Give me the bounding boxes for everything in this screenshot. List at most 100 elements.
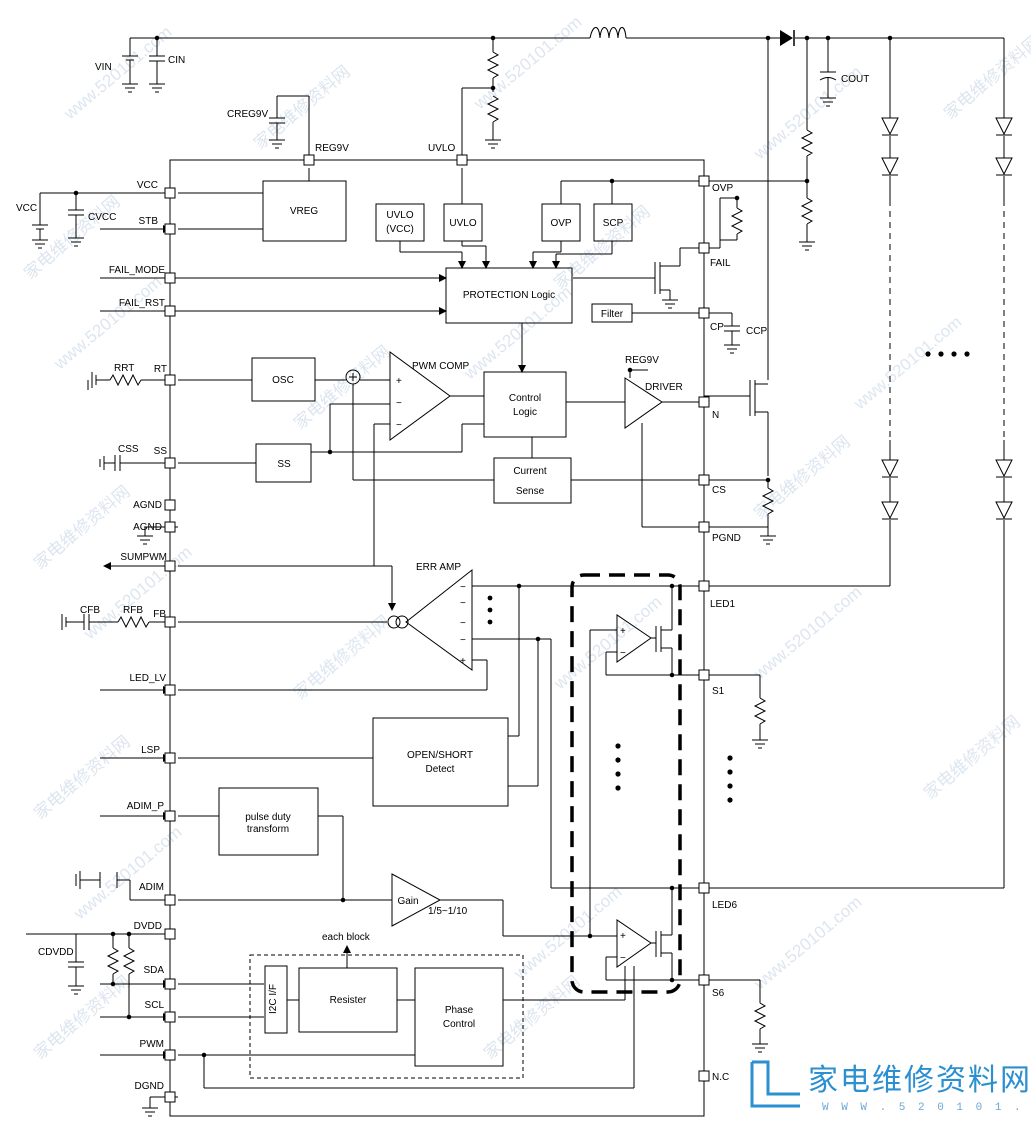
vcc-source-label: VCC (16, 203, 37, 214)
pin-squares (164, 154, 710, 1103)
led-icon (995, 157, 1013, 176)
creg9v-label: CREG9V (227, 109, 268, 120)
brand-logo: 家电维修资料网 W W W . 5 2 0 1 0 1 . C O M (750, 1060, 1031, 1114)
uvlo-vcc-block: UVLO (386, 210, 413, 221)
minus-sign: − (396, 398, 402, 409)
watermark-site: www.520101.com (750, 582, 866, 683)
gain-ratio-label: 1/5~1/10 (428, 906, 468, 917)
plus-sign: + (396, 376, 402, 387)
cvcc-label: CVCC (88, 212, 116, 223)
led-icon (881, 459, 899, 478)
watermark-site: www.520101.com (510, 882, 626, 983)
pwm-comp-label: PWM COMP (412, 361, 470, 372)
phase-control-block: Phase (445, 1005, 474, 1016)
pin-label: SS (154, 446, 168, 457)
filter-block: Filter (601, 309, 624, 320)
watermark-cn: 家电维修资料网 (30, 732, 133, 823)
watermark-cn: 家电维修资料网 (550, 202, 653, 293)
component-labels: VIN CIN CREG9V COUT VCC CVCC RRT CSS CFB… (16, 55, 869, 958)
watermark-cn: 家电维修资料网 (30, 482, 133, 573)
watermark-site: www.520101.com (50, 272, 166, 373)
minus-sign: − (460, 582, 466, 593)
watermark-site: www.520101.com (70, 822, 186, 923)
pin-label: REG9V (315, 143, 349, 154)
pin-label: LED1 (710, 599, 735, 610)
i2c-if-block: I2C I/F (268, 984, 279, 1014)
pin-label: DVDD (134, 921, 162, 932)
current-sense-block-sub: Sense (516, 486, 545, 497)
rrt-label: RRT (114, 363, 134, 374)
osc-block: OSC (272, 375, 294, 386)
ccp-label: CCP (746, 326, 767, 337)
watermark-site: www.520101.com (750, 892, 866, 993)
pin-label: LSP (141, 745, 160, 756)
brand-url: W W W . 5 2 0 1 0 1 . C O M (822, 1102, 1031, 1114)
vreg-block: VREG (290, 206, 319, 217)
led-icon (881, 157, 899, 176)
pin-label: S6 (712, 988, 725, 999)
gain-block: Gain (397, 896, 418, 907)
pin-label: PGND (712, 533, 741, 544)
plus-sign: + (620, 626, 626, 637)
pin-label: ADIM_P (127, 801, 165, 812)
pulse-duty-block-sub: transform (247, 824, 289, 835)
diode-icon (780, 30, 793, 46)
cfb-label: CFB (80, 605, 100, 616)
pin-label: FB (153, 609, 166, 620)
ss-block: SS (277, 459, 291, 470)
pin-label: UVLO (428, 143, 455, 154)
watermark-cn: 家电维修资料网 (940, 32, 1031, 123)
led-icon (881, 501, 899, 520)
uvlo-block: UVLO (449, 218, 476, 229)
block-labels: VREG UVLO (VCC) UVLO OVP SCP PROTECTION … (245, 206, 683, 1030)
watermark-site: www.520101.com (850, 312, 966, 413)
schematic-wires (26, 27, 1005, 1117)
cin-label: CIN (168, 55, 185, 66)
pin-label: VCC (137, 180, 158, 191)
pin-label: SCL (145, 1000, 165, 1011)
brand-mark-icon (750, 1060, 800, 1108)
driver-label: DRIVER (645, 382, 683, 393)
cdvdd-label: CDVDD (38, 947, 74, 958)
current-sense-block: Current (513, 466, 547, 477)
pin-label: CP (710, 322, 724, 333)
plus-sign: + (460, 656, 466, 667)
watermark-cn: 家电维修资料网 (920, 712, 1023, 803)
plus-sign: + (620, 931, 626, 942)
led-icon (881, 117, 899, 136)
pin-label: ADIM (139, 882, 164, 893)
vin-label: VIN (95, 62, 112, 73)
pin-label: FAIL_MODE (109, 265, 165, 276)
minus-sign: − (460, 618, 466, 629)
pin-label: AGND (133, 522, 162, 533)
watermark-site: www.520101.com (470, 12, 586, 113)
solid-symbols (164, 30, 1013, 1103)
rfb-label: RFB (123, 605, 143, 616)
pin-label: FAIL (710, 258, 731, 269)
minus-sign: − (460, 598, 466, 609)
watermark-site: www.520101.com (550, 592, 666, 693)
pin-label: N (712, 410, 719, 421)
pin-label: S1 (712, 686, 725, 697)
control-logic-block: Control (509, 393, 541, 404)
open-short-detect-block: OPEN/SHORT (407, 750, 473, 761)
css-label: CSS (118, 444, 139, 455)
protection-logic-block: PROTECTION Logic (463, 290, 555, 301)
pin-label: SUMPWM (120, 552, 167, 563)
cout-label: COUT (841, 74, 869, 85)
each-block-label: each block (322, 932, 371, 943)
pin-label: DGND (135, 1081, 164, 1092)
open-short-detect-block-sub: Detect (426, 764, 455, 775)
ovp-block: OVP (550, 218, 571, 229)
err-amp-label: ERR AMP (416, 562, 461, 573)
minus-sign: − (460, 635, 466, 646)
pin-label: N.C (712, 1072, 729, 1083)
right-pin-labels: OVP FAIL CP N CS PGND LED1 S1 LED6 S6 N.… (710, 183, 741, 1083)
pin-label: CS (712, 485, 726, 496)
inductor (589, 27, 627, 39)
pin-label: SDA (143, 965, 164, 976)
pin-label: LED6 (712, 900, 737, 911)
resister-block: Resister (330, 995, 367, 1006)
pin-label: RT (154, 364, 167, 375)
minus-sign: − (620, 648, 626, 659)
